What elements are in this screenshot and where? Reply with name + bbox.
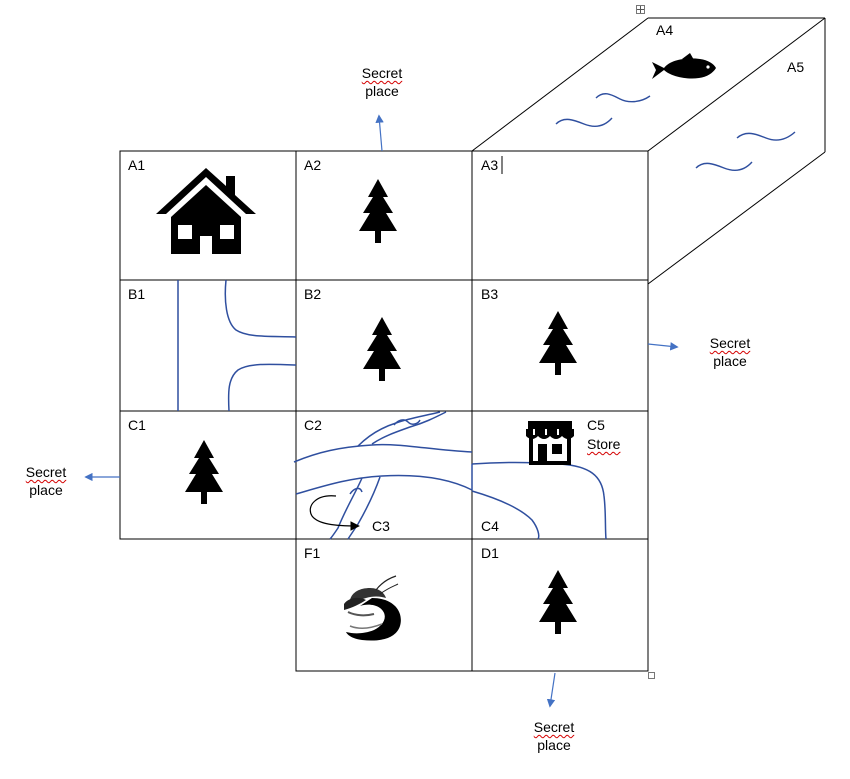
cell-label-c3: C3: [372, 518, 390, 534]
cell-label-b2: B2: [304, 286, 322, 302]
cell-label-c1: C1: [128, 417, 146, 433]
secret-place-left: Secret place: [16, 463, 76, 499]
store-icon: [526, 421, 574, 465]
store-label: Store: [587, 436, 621, 452]
secret-place-top-line1: Secret: [361, 65, 403, 81]
tree-icon: [359, 179, 397, 243]
water-wave-icon: [555, 93, 796, 171]
table-resize-handle[interactable]: [648, 672, 655, 679]
cell-label-a3: A3: [481, 157, 499, 173]
secret-place-bottom-line1: Secret: [533, 719, 575, 735]
cell-label-f1: F1: [304, 545, 321, 561]
secret-arrows: [84, 114, 679, 708]
secret-place-bottom-line2: place: [537, 737, 571, 753]
cell-label-a2: A2: [304, 157, 322, 173]
tree-icon: [539, 311, 577, 375]
river-lines: [177, 279, 607, 540]
secret-place-top-line2: place: [365, 83, 399, 99]
secret-place-right: Secret place: [700, 334, 760, 370]
cell-label-b1: B1: [128, 286, 146, 302]
tree-icon: [363, 317, 401, 381]
c3-arrow: [309, 495, 360, 531]
cell-label-a1: A1: [128, 157, 146, 173]
box-3d: [471, 17, 826, 285]
cell-label-a5: A5: [787, 59, 805, 75]
cell-label-c2: C2: [304, 417, 322, 433]
secret-place-right-line1: Secret: [709, 335, 751, 351]
cell-label-c5: C5: [587, 417, 605, 433]
secret-place-top: Secret place: [352, 64, 412, 100]
table-move-handle[interactable]: [636, 5, 645, 14]
tree-icon: [185, 440, 223, 504]
house-icon: [156, 168, 256, 254]
grid: [119, 150, 649, 672]
move-icon: [637, 6, 644, 13]
cell-label-c4: C4: [481, 518, 499, 534]
tree-icon: [539, 570, 577, 634]
secret-place-left-line1: Secret: [25, 464, 67, 480]
dragon-icon: [344, 575, 401, 641]
cell-label-b3: B3: [481, 286, 499, 302]
fish-icon: [652, 53, 716, 79]
secret-place-left-line2: place: [29, 482, 63, 498]
cell-label-d1: D1: [481, 545, 499, 561]
secret-place-right-line2: place: [713, 353, 747, 369]
secret-place-bottom: Secret place: [524, 718, 584, 754]
cell-label-a4: A4: [656, 22, 674, 38]
